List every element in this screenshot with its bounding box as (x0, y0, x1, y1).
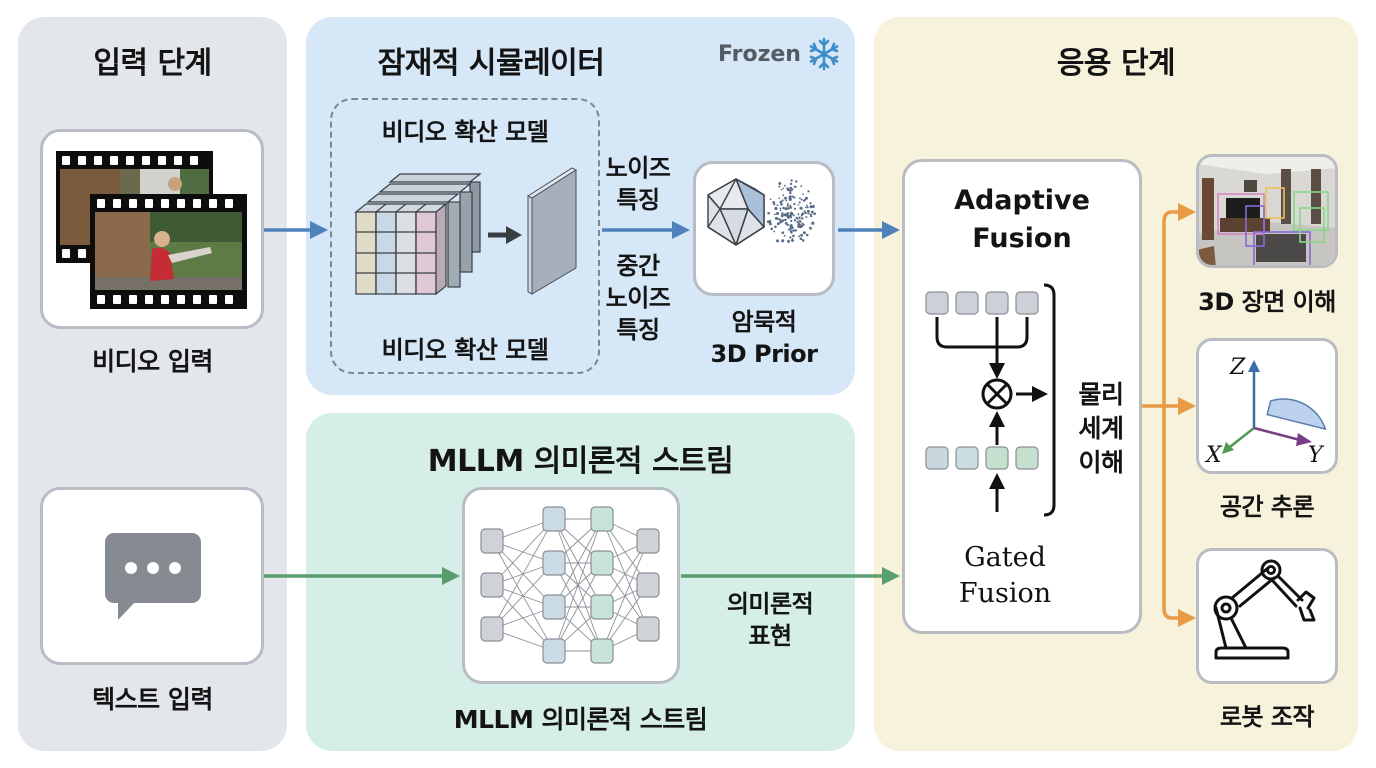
nn-node (480, 572, 504, 598)
icosahedron-point-cloud-icon (707, 178, 816, 246)
axes-protractor-icon: Z X Y (1204, 355, 1327, 468)
axis-x-label: X (1204, 443, 1223, 468)
text-input-label: 텍스트 입력 (92, 685, 213, 714)
diffusion-model-bottom-label: 비디오 확산 모델 (381, 336, 549, 364)
diffusion-model-top-label: 비디오 확산 모델 (381, 118, 549, 146)
mllm-stream-caption: MLLM 의미론적 스트림 (453, 705, 708, 734)
noise-feature-label: 노이즈 특징 (605, 154, 671, 214)
nn-node (480, 616, 504, 642)
spatial-reasoning-label: 공간 추론 (1219, 493, 1315, 521)
nn-node (480, 528, 504, 554)
nn-node (636, 528, 660, 554)
diffusion-model-group (330, 98, 600, 374)
adaptive-fusion-card[interactable]: Adaptive Fusion (902, 159, 1142, 634)
video-input-label: 비디오 입력 (92, 347, 213, 376)
axis-y-label: Y (1308, 443, 1325, 468)
application-stage-title: 응용 단계 (1056, 46, 1176, 81)
nn-node (636, 572, 660, 598)
latent-cube-icon (354, 167, 578, 296)
robot-arm-icon (1213, 559, 1316, 660)
physical-world-understanding-label: 물리 세계 이해 (1078, 380, 1124, 477)
nn-edge (553, 518, 603, 608)
text-input-card[interactable] (40, 487, 264, 665)
nn-node (542, 638, 566, 664)
gated-fusion-label: Gated Fusion (958, 542, 1052, 609)
implicit-3d-prior-card[interactable] (693, 161, 835, 296)
nn-node (542, 594, 566, 620)
nn-node (590, 506, 614, 532)
nn-edge (491, 518, 555, 630)
video-input-card[interactable] (40, 129, 264, 329)
prior-token-row (925, 446, 1039, 470)
semantic-token-row (925, 291, 1039, 315)
input-stage-title: 입력 단계 (93, 46, 212, 81)
nn-node (590, 550, 614, 576)
semantic-representation-label: 의미론적 표현 (726, 590, 814, 650)
gated-fusion-diagram (925, 283, 1056, 517)
nn-node (590, 594, 614, 620)
robot-manipulation-card[interactable] (1196, 548, 1338, 684)
3d-scene-label: 3D 장면 이해 (1198, 288, 1336, 316)
3d-scene-icon (1199, 157, 1335, 265)
spatial-reasoning-card[interactable]: Z X Y (1196, 338, 1338, 474)
robot-manipulation-label: 로봇 조작 (1219, 703, 1315, 731)
mllm-network-card[interactable] (462, 487, 680, 684)
mllm-stream-title: MLLM 의미론적 스트림 (427, 444, 734, 479)
frozen-badge: Frozen (718, 37, 841, 71)
chat-bubble-icon (105, 533, 201, 620)
snowflake-icon (809, 37, 839, 71)
nn-edge (553, 562, 603, 652)
adaptive-fusion-title: Adaptive Fusion (954, 185, 1090, 254)
nn-node (542, 506, 566, 532)
protractor (1266, 398, 1327, 431)
nn-edge (601, 540, 649, 652)
nn-node (636, 616, 660, 642)
axis-z-label: Z (1229, 355, 1246, 380)
nn-node (542, 550, 566, 576)
multiply-icon (981, 378, 1013, 410)
frozen-label: Frozen (718, 41, 801, 67)
implicit-3d-prior-label: 암묵적 3D Prior (710, 308, 818, 368)
latent-simulator-title: 잠재적 시뮬레이터 (377, 46, 605, 81)
neural-network-icon (480, 506, 660, 664)
3d-scene-card[interactable] (1196, 154, 1338, 268)
mid-noise-feature-label: 중간 노이즈 특징 (605, 252, 671, 344)
film-frame-front (90, 194, 247, 309)
point-cloud (766, 179, 816, 243)
nn-node (590, 638, 614, 664)
arrow-down (989, 363, 1005, 379)
film-strip-icon (56, 151, 247, 309)
nn-edge (553, 518, 603, 652)
